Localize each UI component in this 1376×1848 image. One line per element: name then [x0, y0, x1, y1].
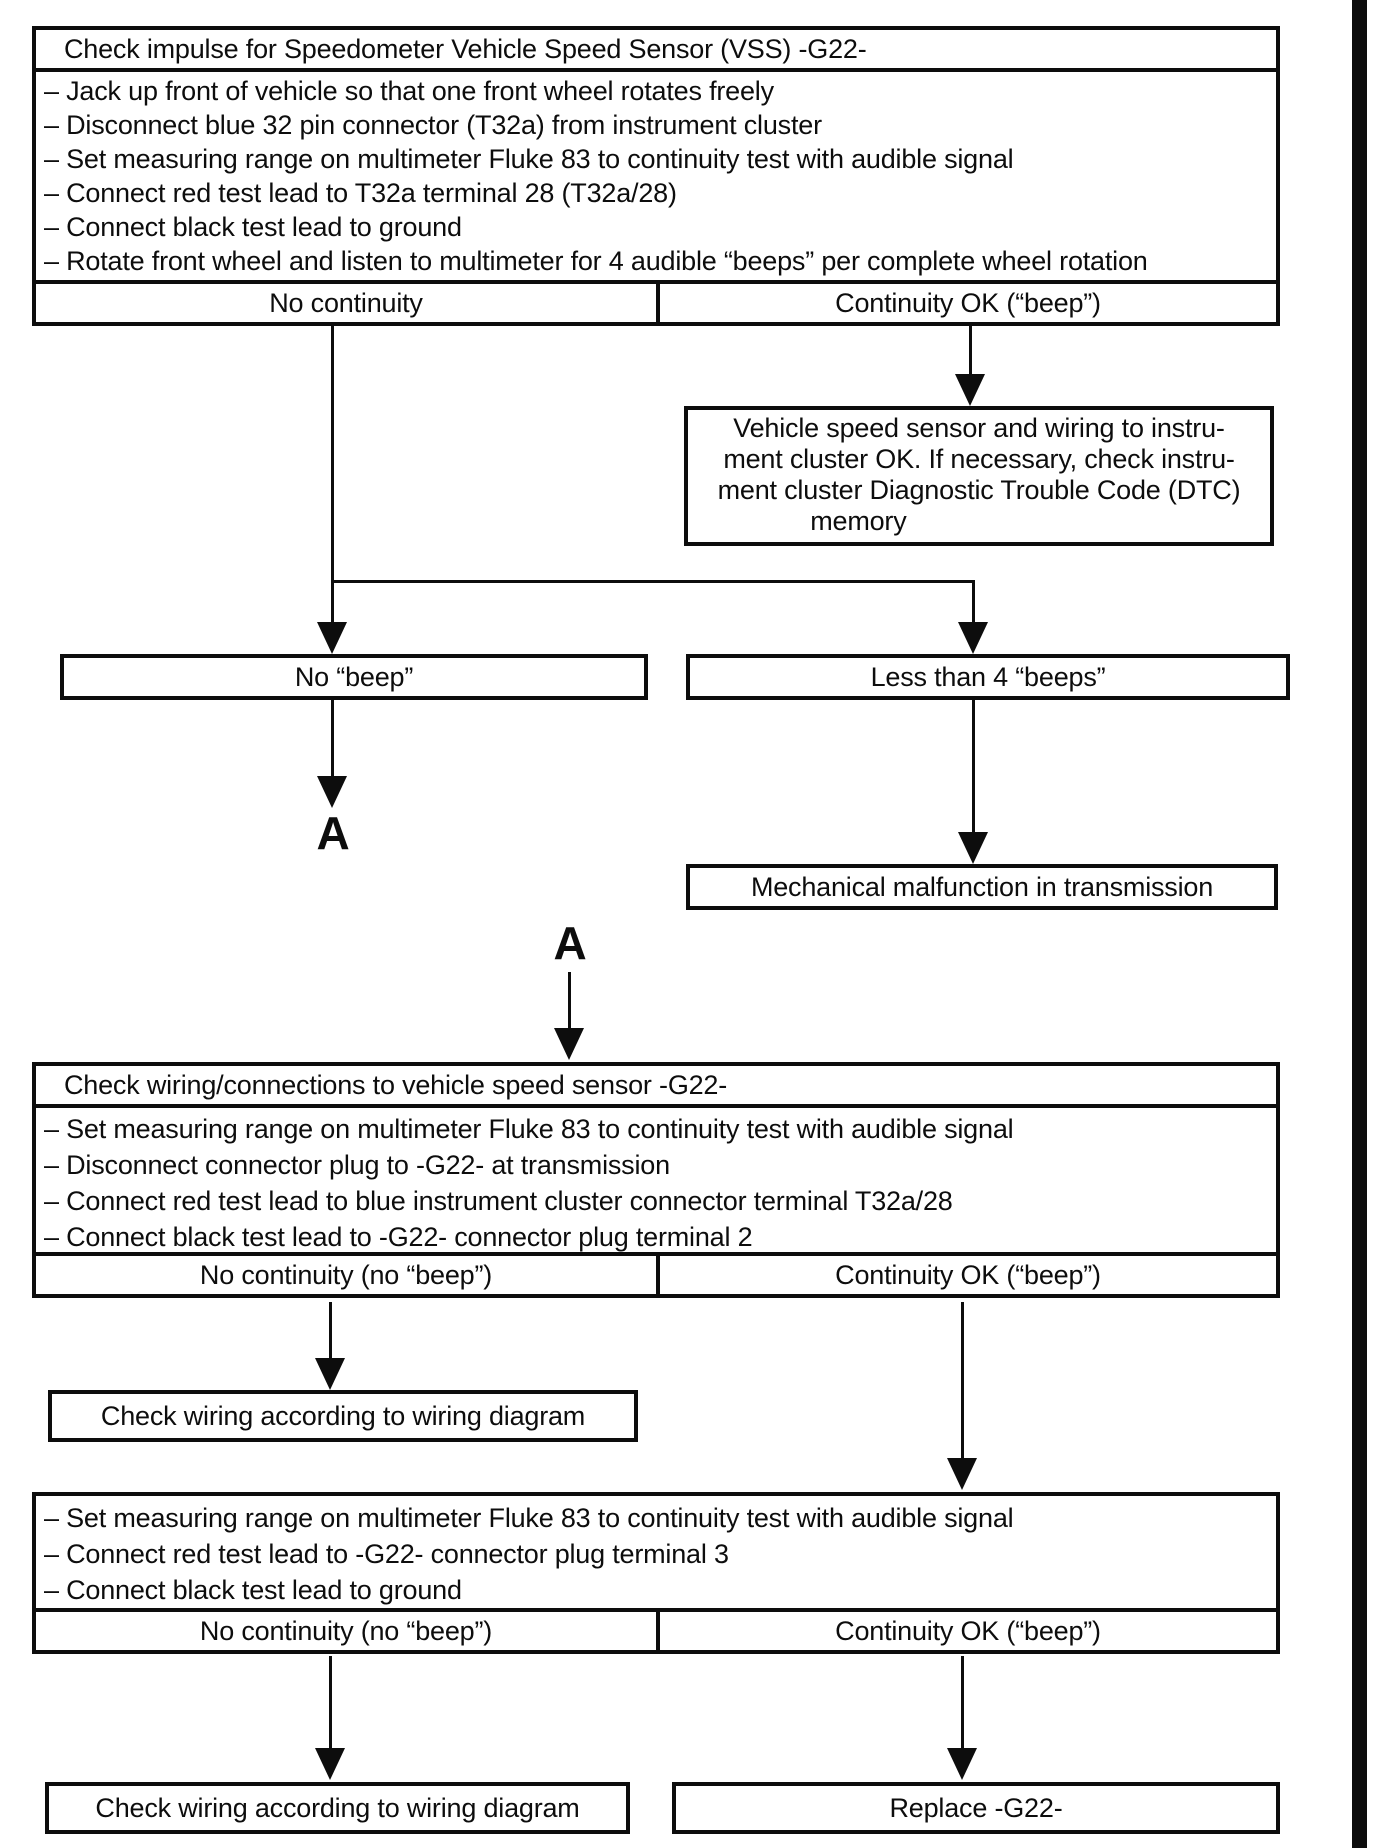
step-item: – Connect red test lead to T32a terminal…	[44, 178, 677, 208]
outcome-no-continuity-no-beep: No continuity (no “beep”)	[199, 1259, 493, 1290]
panel-terminal3-outcomes: No continuity (no “beep”) Continuity OK …	[36, 1612, 1276, 1650]
box-replace-g22: Replace -G22-	[672, 1782, 1280, 1834]
arrow-down-icon	[955, 374, 985, 406]
arrow-down-icon	[554, 1028, 584, 1060]
panel-check-wiring-steps: – Set measuring range on multimeter Fluk…	[36, 1108, 1276, 1256]
connector-line	[329, 1656, 332, 1750]
outcome-continuity-ok: Continuity OK (“beep”)	[656, 1256, 1276, 1294]
connector-line	[331, 580, 975, 583]
connector-line	[568, 972, 571, 1030]
panel-check-impulse-steps: – Jack up front of vehicle so that one f…	[36, 72, 1276, 284]
step-item: – Connect black test lead to -G22- conne…	[44, 1222, 753, 1252]
panel-check-impulse-outcomes: No continuity Continuity OK (“beep”)	[36, 284, 1276, 322]
outcome-continuity-ok: Continuity OK (“beep”)	[656, 284, 1276, 322]
step-item: – Connect black test lead to ground	[44, 212, 462, 242]
panel-check-wiring-connections: Check wiring/connections to vehicle spee…	[32, 1062, 1280, 1298]
connector-line	[331, 700, 334, 778]
connector-line	[329, 1302, 332, 1360]
outcome-no-continuity: No continuity	[269, 287, 423, 318]
connector-line	[331, 326, 334, 624]
step-item: – Jack up front of vehicle so that one f…	[44, 76, 774, 106]
result-line: ment cluster Diagnostic Trouble Code (DT…	[717, 475, 1241, 505]
box-no-beep: No “beep”	[60, 654, 648, 700]
arrow-down-icon	[947, 1748, 977, 1780]
step-item: – Rotate front wheel and listen to multi…	[44, 246, 1148, 276]
step-item: – Connect red test lead to blue instrume…	[44, 1186, 953, 1216]
result-line: Vehicle speed sensor and wiring to instr…	[733, 413, 1225, 443]
arrow-down-icon	[958, 622, 988, 654]
step-item: – Disconnect blue 32 pin connector (T32a…	[44, 110, 822, 140]
connector-line	[972, 583, 975, 624]
outcome-continuity-ok: Continuity OK (“beep”)	[656, 1612, 1276, 1650]
step-item: – Disconnect connector plug to -G22- at …	[44, 1150, 670, 1180]
panel-check-impulse-title: Check impulse for Speedometer Vehicle Sp…	[36, 30, 1276, 72]
arrow-down-icon	[315, 1358, 345, 1390]
outcome-no-continuity-no-beep: No continuity (no “beep”)	[199, 1615, 493, 1646]
box-less-than-4-beeps: Less than 4 “beeps”	[686, 654, 1290, 700]
step-item: – Set measuring range on multimeter Fluk…	[44, 1503, 1014, 1533]
step-item: – Set measuring range on multimeter Fluk…	[44, 1114, 1014, 1144]
connector-line	[961, 1302, 964, 1460]
panel-terminal3-check: – Set measuring range on multimeter Fluk…	[32, 1492, 1280, 1654]
panel-check-wiring-outcomes: No continuity (no “beep”) Continuity OK …	[36, 1256, 1276, 1294]
step-item: – Connect red test lead to -G22- connect…	[44, 1539, 729, 1569]
arrow-down-icon	[315, 1748, 345, 1780]
connector-a-exit: A	[316, 807, 350, 859]
result-line: memory	[810, 506, 907, 536]
panel-check-wiring-title: Check wiring/connections to vehicle spee…	[36, 1066, 1276, 1108]
arrow-down-icon	[958, 832, 988, 864]
panel-check-impulse: Check impulse for Speedometer Vehicle Sp…	[32, 26, 1280, 326]
arrow-down-icon	[947, 1458, 977, 1490]
panel-terminal3-steps: – Set measuring range on multimeter Fluk…	[36, 1496, 1276, 1612]
box-check-wiring-diagram-1: Check wiring according to wiring diagram	[48, 1390, 638, 1442]
box-check-wiring-diagram-2: Check wiring according to wiring diagram	[45, 1782, 630, 1834]
arrow-down-icon	[317, 776, 347, 808]
scan-edge-artifact	[1352, 0, 1367, 1848]
connector-line	[969, 326, 972, 376]
result-line: ment cluster OK. If necessary, check ins…	[723, 444, 1235, 474]
arrow-down-icon	[317, 622, 347, 654]
connector-a-entry: A	[553, 917, 587, 969]
box-mechanical-malfunction: Mechanical malfunction in transmission	[686, 864, 1278, 910]
step-item: – Connect black test lead to ground	[44, 1575, 462, 1605]
connector-line	[972, 700, 975, 834]
box-sensor-wiring-ok: Vehicle speed sensor and wiring to instr…	[684, 406, 1274, 546]
step-item: – Set measuring range on multimeter Fluk…	[44, 144, 1014, 174]
connector-line	[961, 1656, 964, 1750]
